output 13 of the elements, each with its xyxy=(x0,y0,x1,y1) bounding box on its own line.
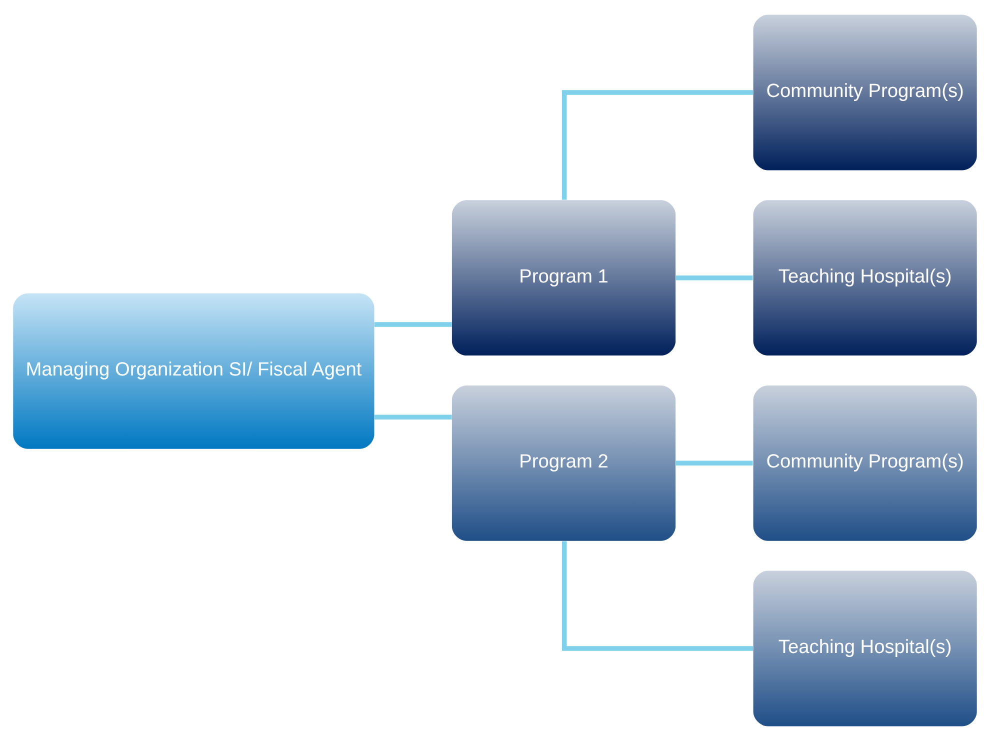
connector xyxy=(676,274,753,280)
node-box: Managing Organization SI/ Fiscal Agent xyxy=(13,292,374,448)
node-box: Community Program(s) xyxy=(753,14,977,170)
node-box: Community Program(s) xyxy=(753,384,977,540)
connector xyxy=(676,460,753,466)
node-box: Program 1 xyxy=(452,200,676,356)
connector xyxy=(374,414,452,420)
connector xyxy=(374,322,452,326)
connector xyxy=(562,90,754,200)
node-box: Teaching Hospital(s) xyxy=(753,200,977,356)
node-box: Program 2 xyxy=(452,384,676,540)
connector xyxy=(562,540,754,650)
node-box: Teaching Hospital(s) xyxy=(753,570,977,726)
